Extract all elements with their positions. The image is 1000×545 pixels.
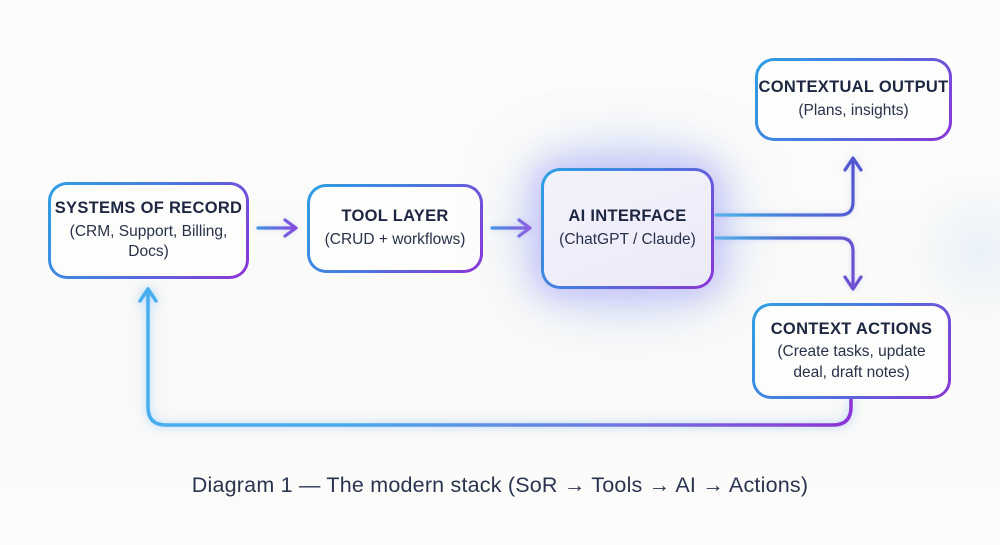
node-ai-interface: AI INTERFACE (ChatGPT / Claude) <box>541 168 714 289</box>
node-title: SYSTEMS OF RECORD <box>54 199 243 218</box>
node-contextual-output: CONTEXTUAL OUTPUT (Plans, insights) <box>755 58 952 141</box>
node-subtitle: (Plans, insights) <box>798 102 909 120</box>
node-systems-of-record: SYSTEMS OF RECORD (CRM, Support, Billing… <box>48 182 249 279</box>
node-body: CONTEXTUAL OUTPUT (Plans, insights) <box>758 61 949 138</box>
node-title: TOOL LAYER <box>341 207 449 226</box>
node-tool-layer: TOOL LAYER (CRUD + workflows) <box>307 184 483 273</box>
node-subtitle: (ChatGPT / Claude) <box>559 231 696 249</box>
node-subtitle: (Create tasks, update deal, draft notes) <box>777 343 926 381</box>
node-subtitle: (CRM, Support, Billing, Docs) <box>69 222 228 261</box>
node-body: AI INTERFACE (ChatGPT / Claude) <box>544 171 711 286</box>
diagram-caption: Diagram 1 — The modern stack (SoR → Tool… <box>191 473 809 497</box>
arrow-tool-layer-to-ai <box>490 218 532 238</box>
node-body: CONTEXT ACTIONS (Create tasks, update de… <box>755 306 948 396</box>
node-context-actions: CONTEXT ACTIONS (Create tasks, update de… <box>752 303 951 399</box>
node-subtitle: (CRUD + workflows) <box>324 231 466 249</box>
node-body: TOOL LAYER (CRUD + workflows) <box>310 187 480 270</box>
node-title: CONTEXTUAL OUTPUT <box>758 78 949 97</box>
arrow-ai-to-contextual-output <box>714 156 863 217</box>
node-body: SYSTEMS OF RECORD (CRM, Support, Billing… <box>51 185 246 276</box>
arrow-sor-to-tool-layer <box>256 218 298 238</box>
arrow-context-actions-to-sor-loop <box>138 287 853 427</box>
arrow-ai-to-context-actions <box>714 236 863 291</box>
node-title: AI INTERFACE <box>568 207 687 226</box>
node-title: CONTEXT ACTIONS <box>770 319 933 338</box>
